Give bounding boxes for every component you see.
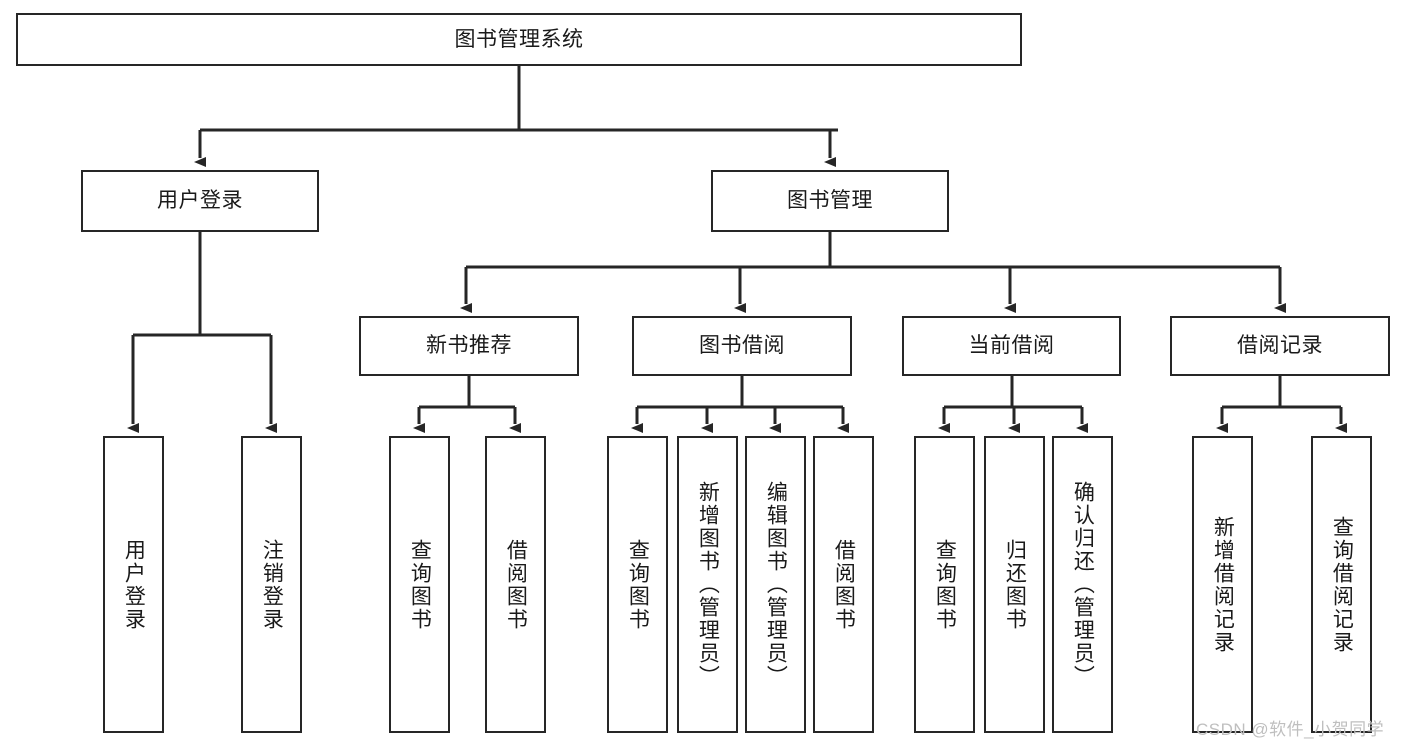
node-leaf-query-book-rec[interactable]: 查询图书 xyxy=(389,436,450,733)
node-leaf-add-borrow-record[interactable]: 新增借阅记录 xyxy=(1192,436,1253,733)
node-new-book-recommend[interactable]: 新书推荐 xyxy=(359,316,579,376)
watermark-text: CSDN @软件_小贺同学 xyxy=(1196,720,1385,739)
node-leaf-user-login[interactable]: 用户登录 xyxy=(103,436,164,733)
node-leaf-edit-book-admin[interactable]: 编辑图书（管理员） xyxy=(745,436,806,733)
node-leaf-user-logout[interactable]: 注销登录 xyxy=(241,436,302,733)
node-root-system[interactable]: 图书管理系统 xyxy=(16,13,1022,66)
edges-currentborrow-to-leaves xyxy=(938,376,1088,433)
edges-bookborrow-to-leaves xyxy=(631,376,849,433)
node-leaf-confirm-return-admin[interactable]: 确认归还（管理员） xyxy=(1052,436,1113,733)
node-current-borrow[interactable]: 当前借阅 xyxy=(902,316,1121,376)
node-leaf-query-book-borrow[interactable]: 查询图书 xyxy=(607,436,668,733)
edges-userlogin-to-leaves xyxy=(127,232,277,433)
node-book-borrow[interactable]: 图书借阅 xyxy=(632,316,852,376)
node-borrow-record[interactable]: 借阅记录 xyxy=(1170,316,1390,376)
node-leaf-borrow-book[interactable]: 借阅图书 xyxy=(813,436,874,733)
node-leaf-add-book-admin[interactable]: 新增图书（管理员） xyxy=(677,436,738,733)
node-leaf-query-book-current[interactable]: 查询图书 xyxy=(914,436,975,733)
edges-root-to-level2 xyxy=(194,66,838,167)
node-leaf-borrow-book-rec[interactable]: 借阅图书 xyxy=(485,436,546,733)
node-book-manage[interactable]: 图书管理 xyxy=(711,170,949,232)
node-leaf-query-borrow-record[interactable]: 查询借阅记录 xyxy=(1311,436,1372,733)
edges-newbookrec-to-leaves xyxy=(413,376,521,433)
edges-borrowrecord-to-leaves xyxy=(1216,376,1347,433)
node-user-login[interactable]: 用户登录 xyxy=(81,170,319,232)
node-leaf-return-book[interactable]: 归还图书 xyxy=(984,436,1045,733)
edges-booksys-to-level3 xyxy=(460,232,1286,313)
